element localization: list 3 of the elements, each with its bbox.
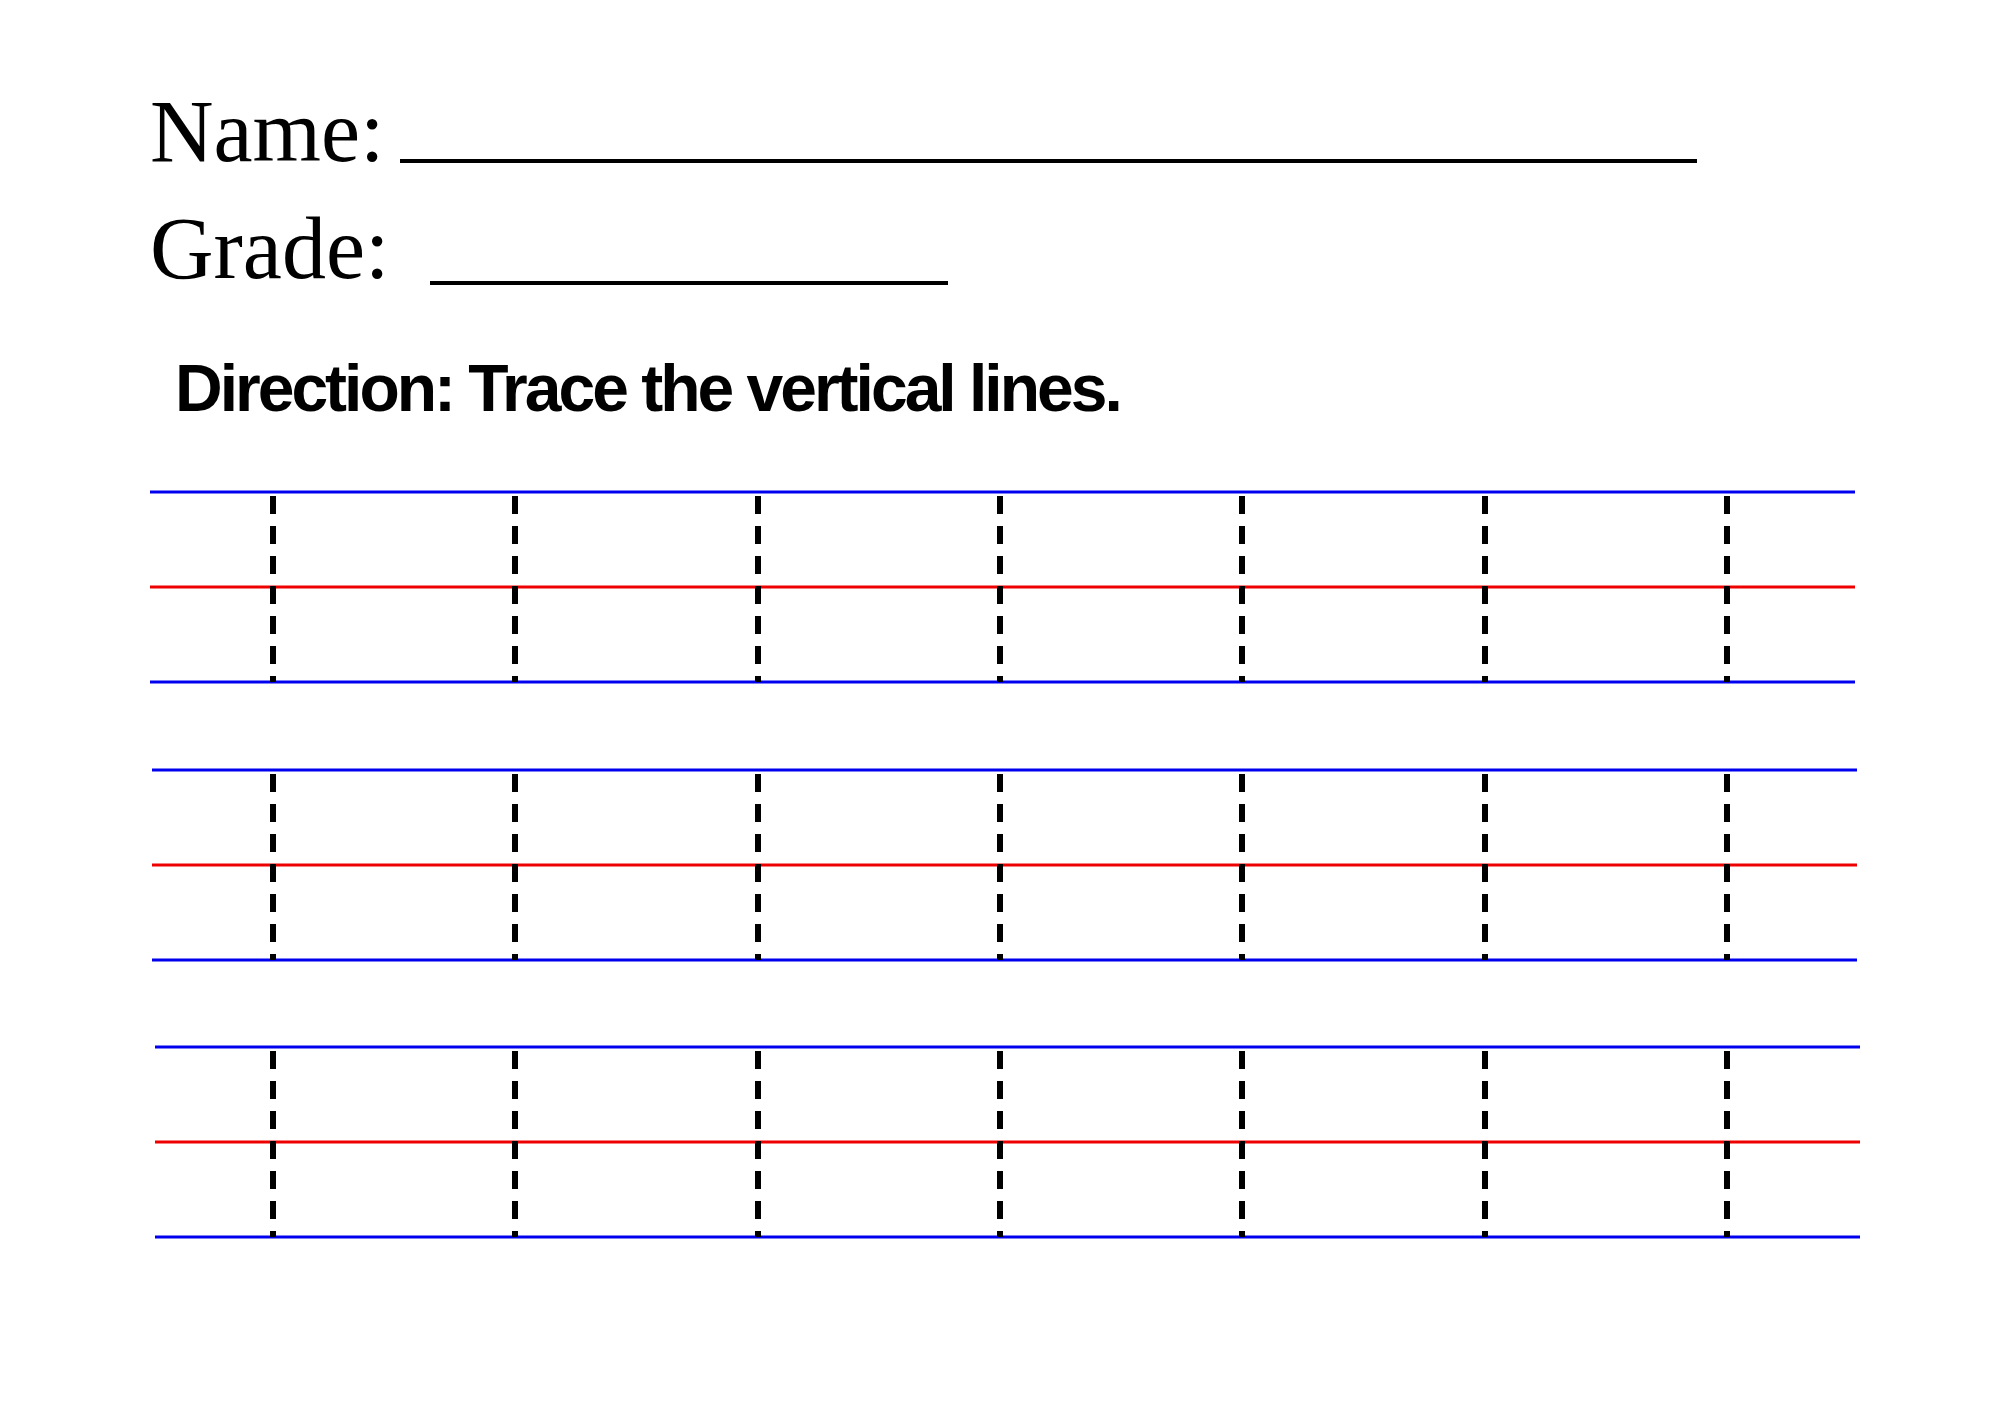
grade-label: Grade: — [150, 205, 390, 293]
name-label: Name: — [150, 88, 385, 176]
instruction-text: Direction: Trace the vertical lines. — [175, 355, 1120, 421]
